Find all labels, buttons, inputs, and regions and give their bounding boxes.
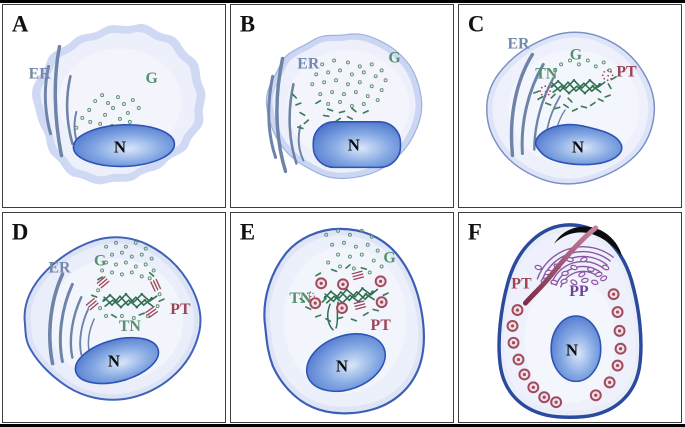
nucleus xyxy=(312,121,402,169)
nucleus-label: N xyxy=(114,138,126,157)
nucleus xyxy=(72,123,176,168)
er-label: ER xyxy=(29,65,52,82)
panel-letter: E xyxy=(240,220,255,245)
golgi-granules-label: G xyxy=(388,49,400,66)
bottom-rule xyxy=(0,424,685,427)
endoplasmic-reticulum xyxy=(43,44,80,158)
panel-letter: D xyxy=(12,220,28,245)
panel-b: B ER G N xyxy=(230,4,454,208)
endoplasmic-reticulum xyxy=(48,272,95,366)
golgi-granules-label: G xyxy=(94,253,106,270)
golgi-granules-label: G xyxy=(383,250,395,267)
polar-tube-label: PT xyxy=(170,301,191,318)
polaroplast-label: PP xyxy=(569,283,589,300)
panel-d: D ER G TN PT N xyxy=(2,212,226,423)
nucleus xyxy=(305,333,387,393)
panel-c: C ER G TN PT N xyxy=(458,4,682,208)
top-rule xyxy=(0,0,685,3)
golgi-granules-label: G xyxy=(570,46,582,63)
er-label: ER xyxy=(48,259,71,276)
nucleus-label: N xyxy=(336,356,348,375)
golgi-granules-label: G xyxy=(145,70,157,87)
tubular-network-label: TN xyxy=(289,290,312,307)
panel-a: A ER G N xyxy=(2,4,226,208)
nucleus xyxy=(550,315,602,383)
panel-e: E G TN PT N xyxy=(230,212,454,423)
polar-tube xyxy=(522,225,599,306)
nucleus-label: N xyxy=(566,341,578,360)
anchoring-disc xyxy=(554,226,622,257)
panel-f: F PT PP N xyxy=(458,212,682,423)
nucleus xyxy=(74,336,160,385)
nucleus-label: N xyxy=(348,136,360,155)
panel-letter: C xyxy=(468,12,484,37)
nucleus xyxy=(534,123,623,166)
nucleus-label: N xyxy=(572,138,584,157)
endoplasmic-reticulum xyxy=(267,56,305,174)
tubular-network-label: TN xyxy=(535,65,558,82)
panel-letter: A xyxy=(12,12,29,37)
polar-tube-label: PT xyxy=(511,275,532,292)
tubular-network-label: TN xyxy=(119,318,142,335)
er-label: ER xyxy=(507,36,530,53)
polar-tube-label: PT xyxy=(371,317,392,334)
panel-letter: B xyxy=(240,12,255,37)
panel-letter: F xyxy=(468,220,482,245)
polar-tube-label: PT xyxy=(616,63,637,80)
er-label: ER xyxy=(297,55,320,72)
nucleus-label: N xyxy=(108,352,120,371)
